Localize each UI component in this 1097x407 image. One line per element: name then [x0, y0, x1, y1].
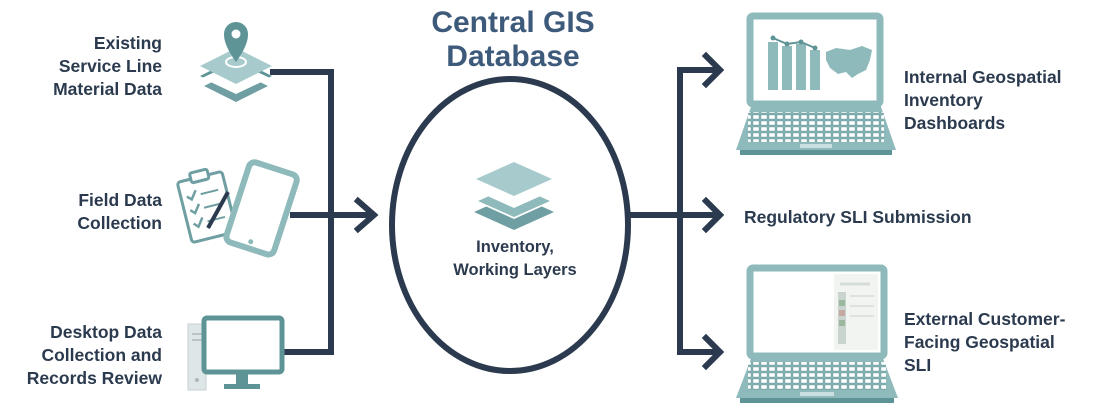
label-line: Inventory — [904, 90, 983, 110]
label-line: Desktop Data — [50, 322, 162, 342]
stacked-layers-icon — [474, 162, 554, 230]
title-line-1: Central GIS — [431, 6, 595, 39]
input-label-desktop-collection: Desktop Data Collection and Records Revi… — [4, 321, 162, 390]
diagram-title: Central GIS Database — [396, 6, 630, 74]
arrowhead-to-database — [353, 196, 379, 234]
label-line: SLI — [904, 355, 932, 375]
laptop-map-icon — [736, 264, 898, 403]
label-line: Material Data — [53, 79, 162, 99]
arrowhead-to-regulatory — [701, 196, 725, 234]
connector-line-outputs — [677, 67, 720, 355]
map-pin-layers-icon — [200, 22, 272, 102]
bar-chart-icon — [768, 35, 820, 90]
label-line: Internal Geospatial — [904, 67, 1062, 87]
output-label-internal-dashboards: Internal Geospatial Inventory Dashboards — [904, 66, 1094, 135]
title-line-2: Database — [446, 40, 580, 73]
label-line: Field Data — [78, 190, 162, 210]
output-label-external-sli: External Customer- Facing Geospatial SLI — [904, 308, 1094, 377]
label-line: Facing Geospatial — [904, 332, 1055, 352]
input-connectors — [258, 69, 379, 355]
laptop-dashboard-icon — [736, 12, 896, 155]
label-line: Dashboards — [904, 113, 1006, 133]
desktop-computer-icon — [187, 315, 285, 391]
clipboard-icon — [176, 167, 238, 244]
label-line: External Customer- — [904, 309, 1066, 329]
center-label-line-2: Working Layers — [453, 261, 577, 279]
label-line: Regulatory SLI Submission — [744, 207, 972, 227]
pen-icon — [206, 191, 230, 229]
arrowhead-to-external — [701, 333, 725, 371]
tablet-icon — [223, 159, 300, 258]
arrowhead-to-dashboards — [701, 51, 725, 89]
center-label-line-1: Inventory, — [476, 238, 554, 256]
label-line: Existing — [93, 33, 162, 53]
output-connectors — [630, 51, 725, 371]
input-label-field-collection: Field Data Collection — [20, 189, 162, 235]
label-line: Collection — [77, 213, 162, 233]
input-label-existing-data: Existing Service Line Material Data — [20, 32, 162, 101]
us-map-icon — [826, 46, 872, 78]
label-line: Records Review — [26, 368, 162, 388]
label-line: Collection and — [41, 345, 162, 365]
output-label-regulatory-submission: Regulatory SLI Submission — [744, 206, 1024, 229]
label-line: Service Line — [58, 56, 162, 76]
clipboard-tablet-icon — [176, 159, 300, 258]
center-label: Inventory, Working Layers — [430, 236, 600, 282]
